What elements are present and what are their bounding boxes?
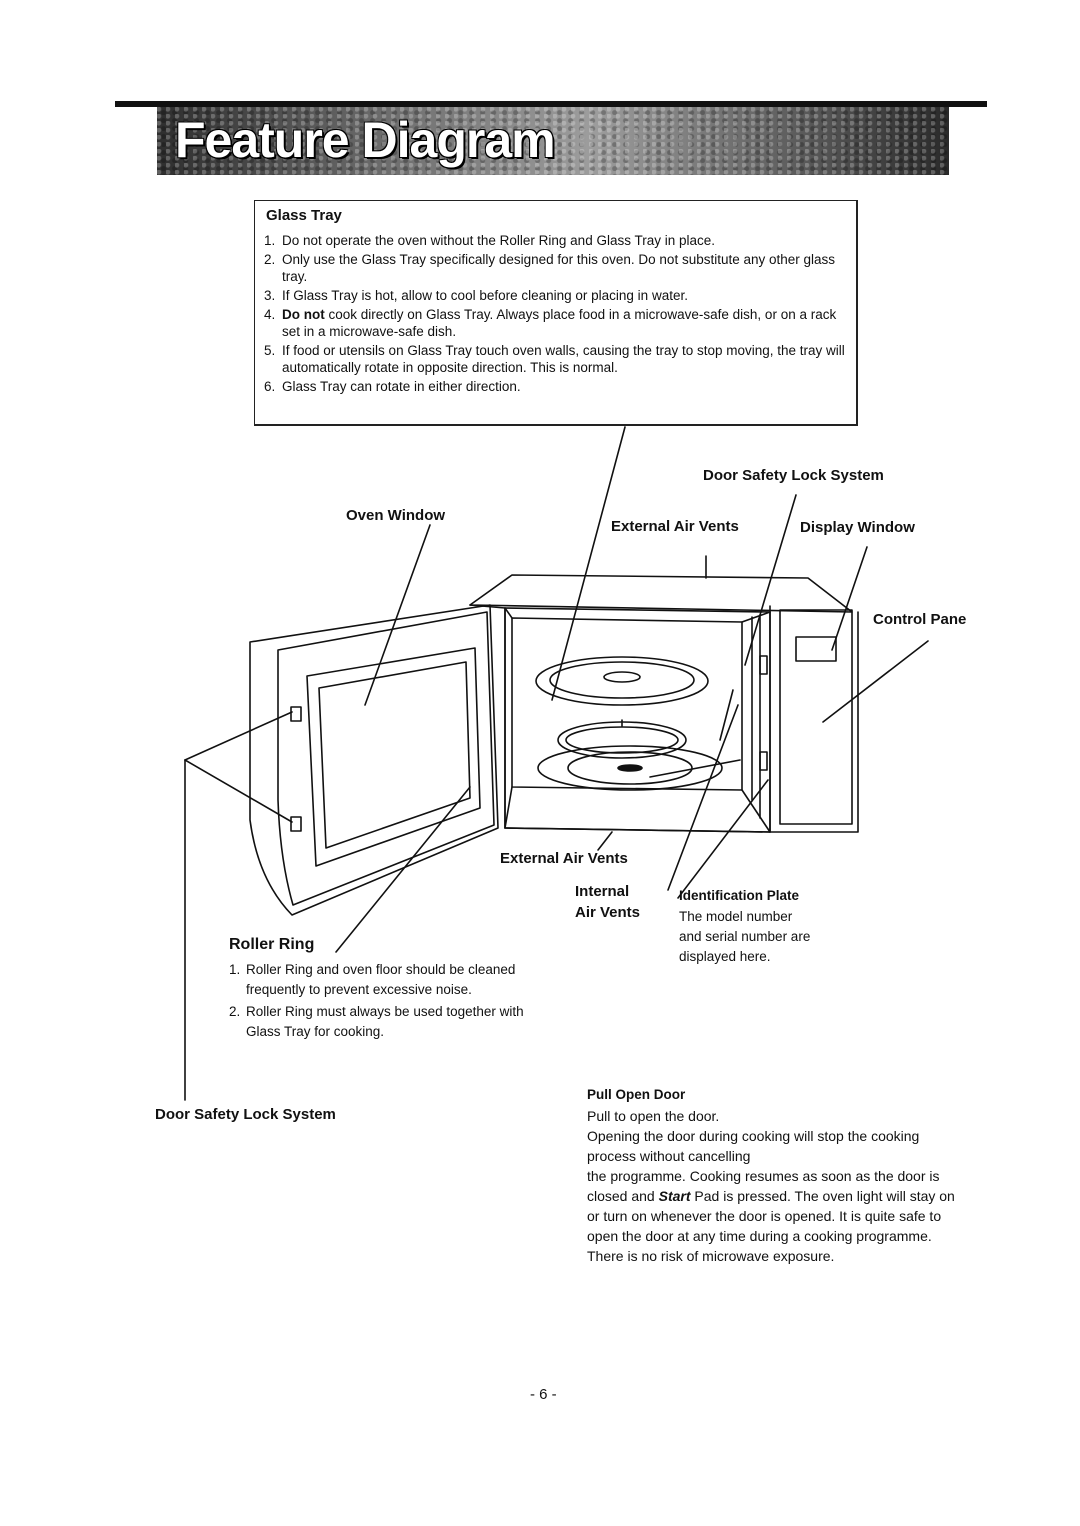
label-air-vents: Air Vents	[575, 904, 641, 921]
label-door-safety-lock-top: Door Safety Lock System	[703, 467, 884, 484]
pull-open-door-line: Pull to open the door.	[587, 1108, 720, 1124]
leader-internal-vents	[667, 704, 739, 891]
item-text: If food or utensils on Glass Tray touch …	[282, 343, 845, 375]
start-pad-emphasis: Start	[658, 1188, 691, 1204]
door-inner	[277, 611, 495, 906]
cavity-front	[504, 607, 771, 833]
list-item: 6. Glass Tray can rotate in either direct…	[264, 378, 849, 395]
pull-open-door-line: Opening the door during cooking will sto…	[587, 1128, 920, 1164]
identification-line-3: displayed here.	[679, 949, 771, 964]
pull-open-door-title: Pull Open Door	[587, 1087, 686, 1102]
item-text: Do not cook directly on Glass Tray. Alwa…	[282, 306, 849, 340]
item-number: 1.	[229, 962, 241, 977]
leader-roller-ring	[335, 786, 471, 953]
header-banner: Feature Diagram	[157, 107, 949, 175]
list-item: 1. Do not operate the oven without the Ro…	[264, 232, 849, 249]
label-control-panel: Control Pane	[873, 611, 967, 628]
item-text: Do not operate the oven without the Roll…	[282, 233, 715, 248]
roller-ring-title: Roller Ring	[229, 936, 315, 953]
door-latch-upper	[290, 706, 302, 722]
cabinet-body	[504, 607, 771, 833]
item-text: If Glass Tray is hot, allow to cool befo…	[282, 288, 688, 303]
item-number: 4.	[264, 307, 276, 322]
cabinet-top-edge	[469, 604, 506, 609]
label-internal: Internal	[575, 883, 630, 900]
leader-control-panel	[822, 640, 929, 723]
item-text: Roller Ring and oven floor should be cle…	[246, 962, 516, 997]
door-latch-lower	[290, 816, 302, 832]
leader-oven-window	[364, 524, 431, 706]
list-item: 3. If Glass Tray is hot, allow to cool be…	[264, 287, 849, 304]
display-window	[795, 636, 837, 662]
label-external-air-vents-bottom: External Air Vents	[500, 850, 628, 867]
door-outer	[249, 604, 499, 916]
item-text: Only use the Glass Tray specifically des…	[282, 252, 836, 284]
item-text-rest: cook directly on Glass Tray. Always plac…	[282, 307, 837, 339]
list-item: 1. Roller Ring and oven floor should be c…	[229, 960, 529, 1000]
label-oven-window: Oven Window	[346, 507, 446, 524]
item-number: 2.	[229, 1004, 241, 1019]
glass-tray-box	[254, 200, 858, 426]
header-rule	[115, 101, 987, 107]
cavity-back	[511, 617, 743, 791]
banner-texture	[157, 107, 949, 175]
list-item: 4. Do not cook directly on Glass Tray. Al…	[264, 306, 849, 340]
text-segment: the programme. Cooking resumes as soon a…	[587, 1168, 940, 1204]
leader-glass-tray	[551, 426, 626, 701]
item-emphasis: Do not	[282, 307, 325, 322]
oven-window	[306, 647, 481, 867]
label-display-window: Display Window	[800, 519, 915, 536]
pull-open-door-body: Pull to open the door. Opening the door …	[587, 1106, 957, 1266]
leader-external-vents-bottom	[597, 831, 613, 851]
oven-floor-ring	[537, 745, 723, 791]
leader-door-safety-b	[184, 759, 293, 823]
latch-slot-upper	[759, 655, 768, 675]
roller-ring-list: 1. Roller Ring and oven floor should be c…	[229, 960, 529, 1044]
latch-slot-lower	[759, 751, 768, 771]
identification-line-2: and serial number are	[679, 929, 811, 944]
label-external-air-vents-top: External Air Vents	[611, 518, 739, 535]
list-item: 2. Roller Ring must always be used togeth…	[229, 1002, 529, 1042]
label-identification-plate: Identification Plate	[679, 888, 800, 903]
leader-id-plate	[677, 779, 769, 899]
label-door-safety-lock-bottom: Door Safety Lock System	[155, 1106, 336, 1123]
item-text: Roller Ring must always be used together…	[246, 1004, 524, 1039]
leader-display-window	[831, 546, 868, 651]
control-panel	[779, 609, 853, 825]
page-title: Feature Diagram	[175, 112, 556, 168]
item-number: 1.	[264, 233, 276, 248]
glass-tray-list: 1. Do not operate the oven without the Ro…	[264, 232, 849, 397]
cabinet-right	[769, 605, 859, 833]
item-text: Glass Tray can rotate in either directio…	[282, 379, 521, 394]
cavity-right-wall	[751, 614, 761, 819]
item-number: 6.	[264, 379, 276, 394]
cabinet-top	[469, 574, 853, 613]
list-item: 2. Only use the Glass Tray specifically d…	[264, 251, 849, 285]
glass-tray-title: Glass Tray	[266, 207, 342, 224]
leader-door-safety-top	[744, 494, 797, 666]
leader-door-safety-a	[184, 711, 293, 761]
pull-open-door-line: the programme. Cooking resumes as soon a…	[587, 1166, 957, 1246]
list-item: 5. If food or utensils on Glass Tray touc…	[264, 342, 849, 376]
item-number: 2.	[264, 252, 276, 267]
pull-open-door-line: There is no risk of microwave exposure.	[587, 1248, 835, 1264]
page-number: - 6 -	[530, 1386, 557, 1403]
item-number: 3.	[264, 288, 276, 303]
item-number: 5.	[264, 343, 276, 358]
glass-tray	[535, 656, 709, 706]
identification-line-1: The model number	[679, 909, 793, 924]
text-segment: Pad is pressed. The oven light will stay…	[587, 1188, 955, 1244]
